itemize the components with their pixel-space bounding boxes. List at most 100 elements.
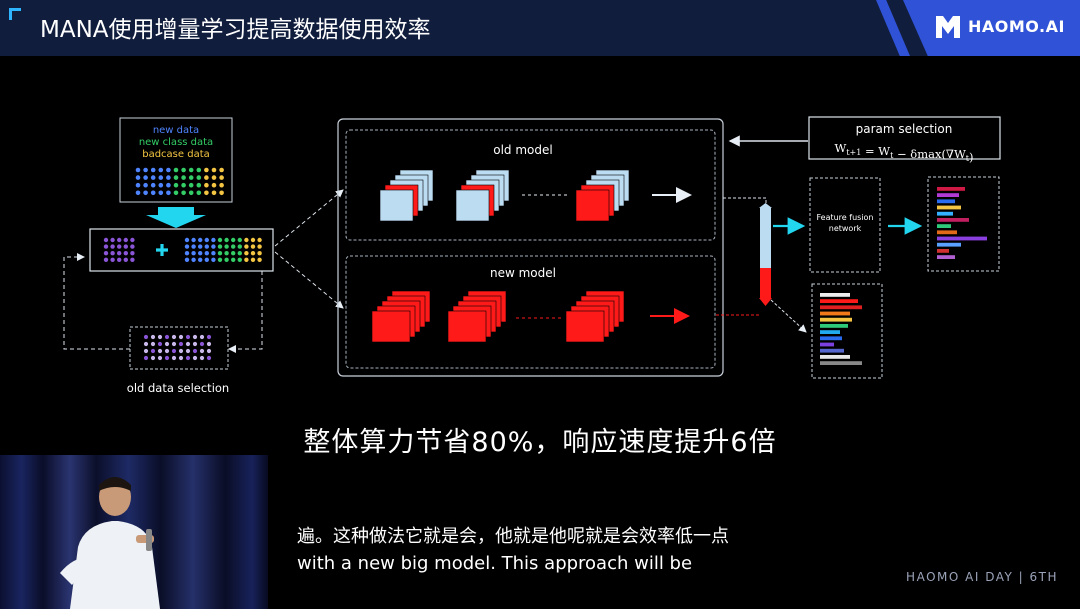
data-dot (219, 175, 224, 180)
legend-badcase-data: badcase data (142, 149, 210, 160)
to-old-model-connector (274, 189, 344, 247)
data-dot (188, 175, 194, 180)
param-selection-formula: Wt+1 = Wt − δmax(∇Wt) (834, 141, 973, 164)
data-dot (217, 251, 223, 256)
data-dot (244, 237, 249, 243)
data-dot (192, 334, 198, 340)
new-model-label: new model (490, 266, 556, 280)
data-dot (166, 182, 171, 188)
data-dot (173, 167, 179, 173)
data-dot (244, 244, 249, 249)
data-dot (184, 237, 190, 243)
data-dot (219, 190, 224, 196)
data-dot (237, 237, 242, 243)
data-dot (135, 190, 141, 196)
data-dot (184, 251, 190, 256)
data-dot (231, 257, 236, 262)
data-dot (204, 182, 209, 188)
data-dot (191, 237, 196, 243)
data-dot (164, 355, 170, 361)
data-dot (178, 341, 184, 347)
data-dot (224, 257, 229, 262)
data-dot (117, 237, 122, 243)
data-dot (191, 251, 196, 256)
layer-sheet (455, 189, 490, 222)
haomo-logo-icon (936, 16, 960, 38)
data-dot (188, 190, 194, 196)
incremental-learning-diagram: new data new class data badcase data old… (63, 116, 1001, 395)
new-output-box (811, 283, 883, 379)
data-dot (123, 251, 128, 256)
data-dot (198, 257, 203, 262)
output-bar (937, 230, 957, 235)
data-dot (143, 167, 148, 173)
data-dot (219, 167, 224, 173)
output-bar (937, 205, 961, 210)
data-dot (171, 334, 177, 340)
data-dot (192, 348, 198, 354)
data-dot (157, 355, 163, 361)
data-dot (231, 251, 236, 256)
data-dot (181, 182, 186, 188)
data-dot (130, 257, 135, 262)
data-dot (211, 237, 216, 243)
legend-new-class-data: new class data (139, 137, 213, 148)
data-dot (103, 251, 109, 256)
data-dot (250, 237, 256, 243)
old-model-block: old model (345, 129, 716, 241)
data-dot (117, 251, 122, 256)
output-bar (937, 199, 955, 204)
output-bar (820, 293, 850, 297)
data-dot (123, 257, 128, 262)
data-dot (185, 341, 191, 347)
data-dot (143, 348, 149, 354)
output-bar (820, 336, 842, 341)
data-dot (178, 355, 184, 361)
data-dot (157, 334, 163, 340)
combined-dot-grid (103, 237, 262, 262)
data-dot (217, 257, 223, 262)
data-dot (166, 175, 171, 180)
output-bar (937, 242, 961, 247)
param-selection-box: param selection Wt+1 = Wt − δmax(∇Wt) (808, 116, 1001, 164)
data-dot (224, 251, 229, 256)
data-dot (237, 244, 242, 249)
data-dot (211, 251, 216, 256)
corner-bracket-icon (9, 8, 21, 20)
data-dot (150, 182, 156, 188)
fused-output-box (927, 176, 1000, 272)
layer-sheet (575, 189, 610, 222)
data-dot (217, 244, 223, 249)
data-dot (250, 251, 256, 256)
data-dot (185, 348, 191, 354)
data-dot (211, 167, 217, 173)
data-dot (117, 244, 122, 249)
output-bar (820, 330, 840, 334)
data-dot (171, 341, 177, 347)
brand-name: HAOMO.AI (968, 17, 1065, 36)
data-dot (171, 355, 177, 361)
data-dot (158, 190, 164, 196)
speaker-video-inset (0, 455, 268, 609)
output-bar (937, 218, 969, 222)
data-dot (181, 167, 186, 173)
data-dot (164, 348, 170, 354)
data-dot (184, 244, 190, 249)
data-dot (185, 334, 191, 340)
combined-data-box (89, 228, 274, 272)
output-bar (937, 211, 953, 216)
data-dot (166, 190, 171, 196)
data-dot (206, 341, 212, 347)
data-dot (198, 237, 203, 243)
layer-sheet (379, 189, 414, 222)
data-dot (135, 167, 141, 173)
plus-icon (156, 244, 168, 256)
data-dot (135, 175, 141, 180)
headline-text: 整体算力节省80%，响应速度提升6倍 (303, 427, 777, 458)
data-dot (184, 257, 190, 262)
data-dot (198, 244, 203, 249)
data-dot (237, 257, 242, 262)
data-dot (103, 237, 109, 243)
layer-sheet (371, 310, 411, 343)
old-data-selection-box: old data selection (127, 326, 229, 395)
